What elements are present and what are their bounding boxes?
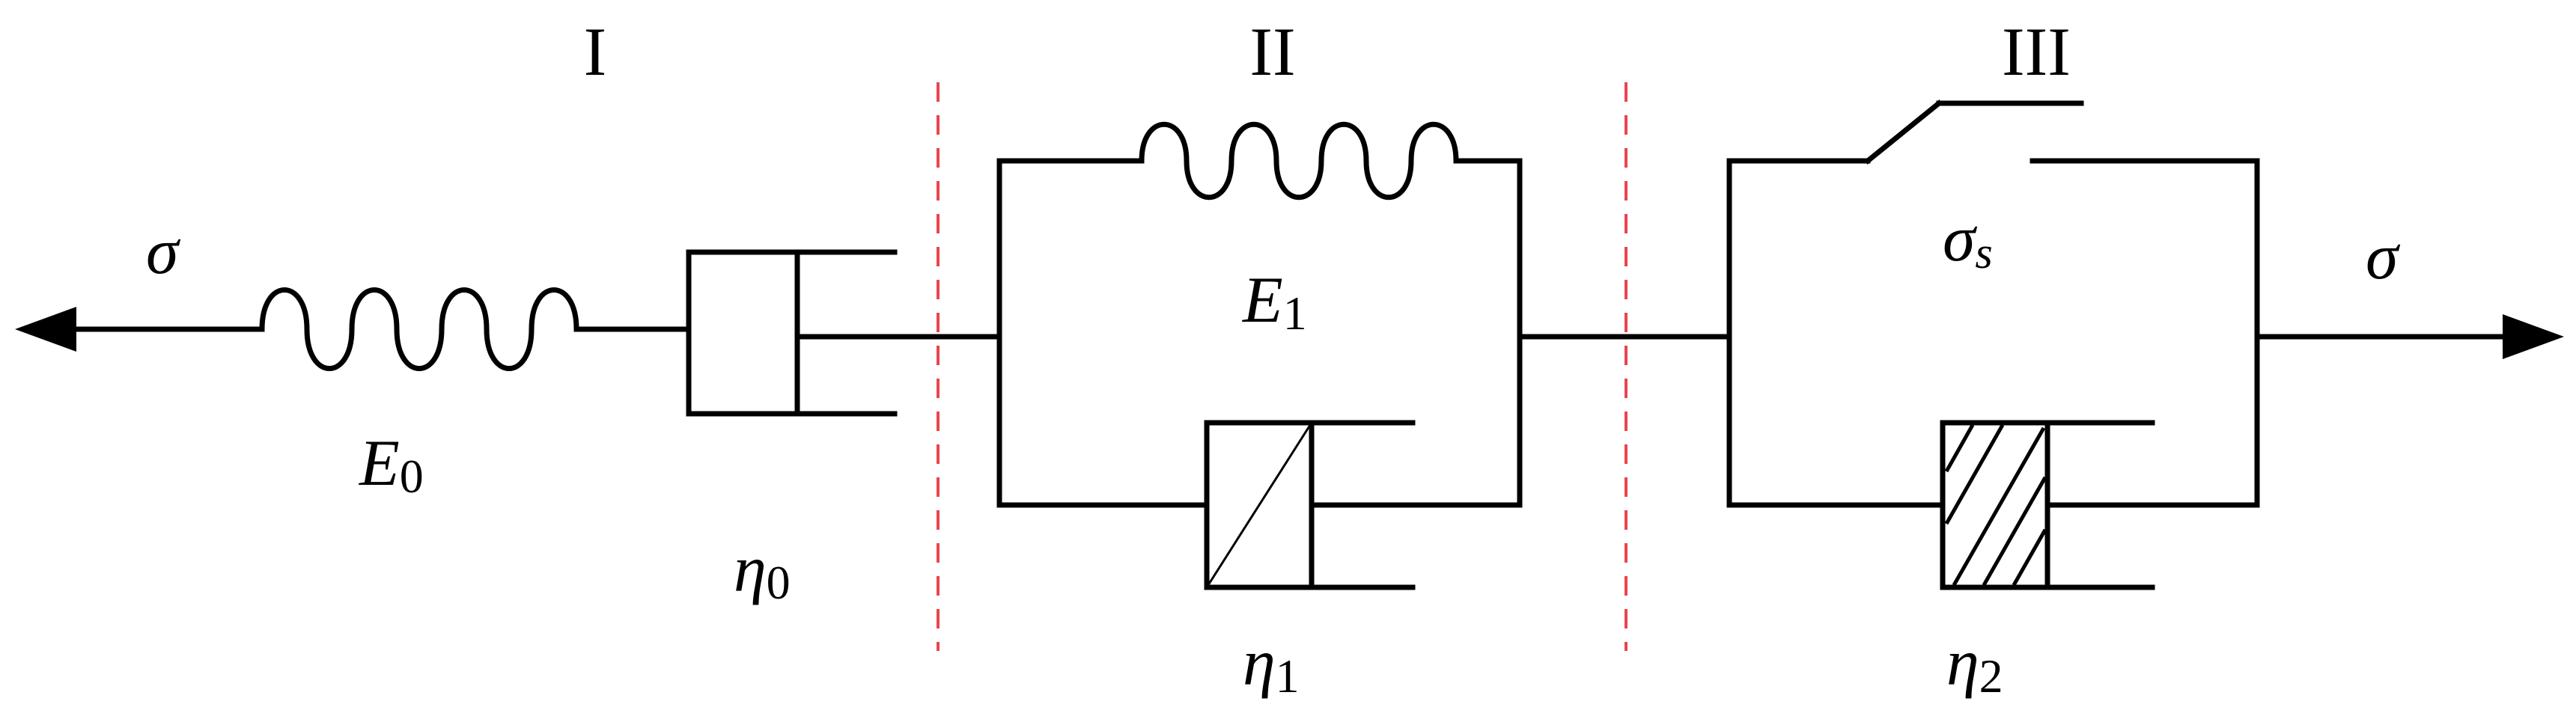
eta2-label: η2 [1946,627,2003,703]
spring-e0 [259,287,579,371]
dashpot-eta0-cylinder [686,249,898,417]
section-label-2: II [1249,13,1295,90]
eta0-label: η0 [734,533,791,609]
e0-label: E0 [358,427,424,503]
eta1-label: η1 [1243,627,1300,703]
dashpot-eta2-hatching [1944,423,2047,587]
section-label-1: I [584,13,607,90]
left-arrow-icon [15,307,76,352]
right-arrow-icon [2503,314,2564,359]
section-label-3: III [2002,13,2071,90]
spring-e1 [1139,121,1459,201]
dashpot-eta1-diagonal [1205,422,1313,588]
sigma-left-label: σ [146,215,181,288]
sigma-right-label: σ [2366,221,2401,293]
e1-label: E1 [1241,264,1307,340]
switch-lever [1864,100,1943,165]
sigma-s-label: σs [1943,203,1993,278]
